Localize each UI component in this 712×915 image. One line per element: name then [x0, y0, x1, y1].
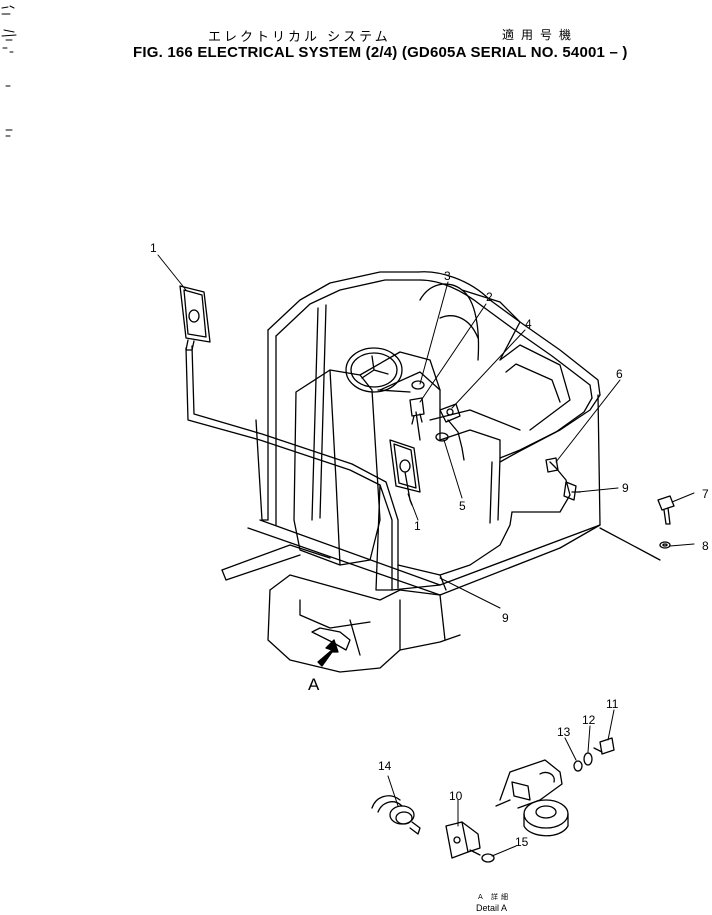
- part-11-bolt: [593, 737, 615, 755]
- operator-seat: [293, 351, 441, 566]
- callout-10: 10: [449, 789, 463, 803]
- detail-label-japanese: A 詳細: [478, 893, 512, 901]
- view-marker-a: A: [308, 675, 320, 694]
- part-4-connector: [439, 403, 461, 423]
- callout-labels: 1 2 3 4 5 6 7 8 9 1 9 10 11 12 13 14 15 …: [150, 241, 709, 849]
- machine-chassis: [221, 271, 601, 673]
- detail-label: Detail A: [476, 903, 508, 913]
- part-15-nut: [469, 849, 495, 863]
- callout-7: 7: [702, 487, 709, 501]
- part-1-mirror-left: [179, 285, 211, 351]
- callout-1: 1: [150, 241, 157, 255]
- scan-marks: [1, 5, 17, 137]
- callout-4: 4: [525, 317, 532, 331]
- callout-3: 3: [444, 269, 451, 283]
- horn-assembly: [495, 759, 569, 837]
- handrail: [185, 345, 441, 591]
- serial-japanese: 適用号機: [502, 28, 579, 42]
- callout-11: 11: [606, 697, 619, 711]
- part-1-mirror-center: [389, 439, 421, 506]
- part-8-washer: [659, 541, 671, 549]
- callout-12: 12: [582, 713, 596, 727]
- leader-lines: [157, 254, 695, 857]
- part-13-washer: [573, 760, 583, 772]
- callout-2: 2: [486, 290, 493, 304]
- callout-9: 9: [622, 481, 629, 495]
- callout-14: 14: [378, 759, 392, 773]
- part-5-nut: [435, 432, 449, 442]
- callout-9b: 9: [502, 611, 509, 625]
- part-12-washer: [583, 752, 593, 766]
- part-7-bolt: [657, 495, 675, 525]
- callout-5: 5: [459, 499, 466, 513]
- rear-panels: [419, 283, 571, 459]
- part-10-bracket: [445, 821, 481, 859]
- part-14-sender: [371, 795, 421, 835]
- steering-wheel: [345, 347, 411, 393]
- title-japanese: エレクトリカル システム: [208, 30, 391, 45]
- callout-6: 6: [616, 367, 623, 381]
- part-6-sensor: [545, 457, 577, 501]
- view-arrow: [311, 627, 351, 667]
- part-2-switch: [409, 380, 425, 425]
- callout-15: 15: [515, 835, 529, 849]
- callout-8: 8: [702, 539, 709, 553]
- callout-1b: 1: [414, 519, 421, 533]
- callout-13: 13: [557, 725, 571, 739]
- figure-title: FIG. 166 ELECTRICAL SYSTEM (2/4) (GD605A…: [133, 44, 628, 61]
- wiring-harness: [397, 411, 661, 591]
